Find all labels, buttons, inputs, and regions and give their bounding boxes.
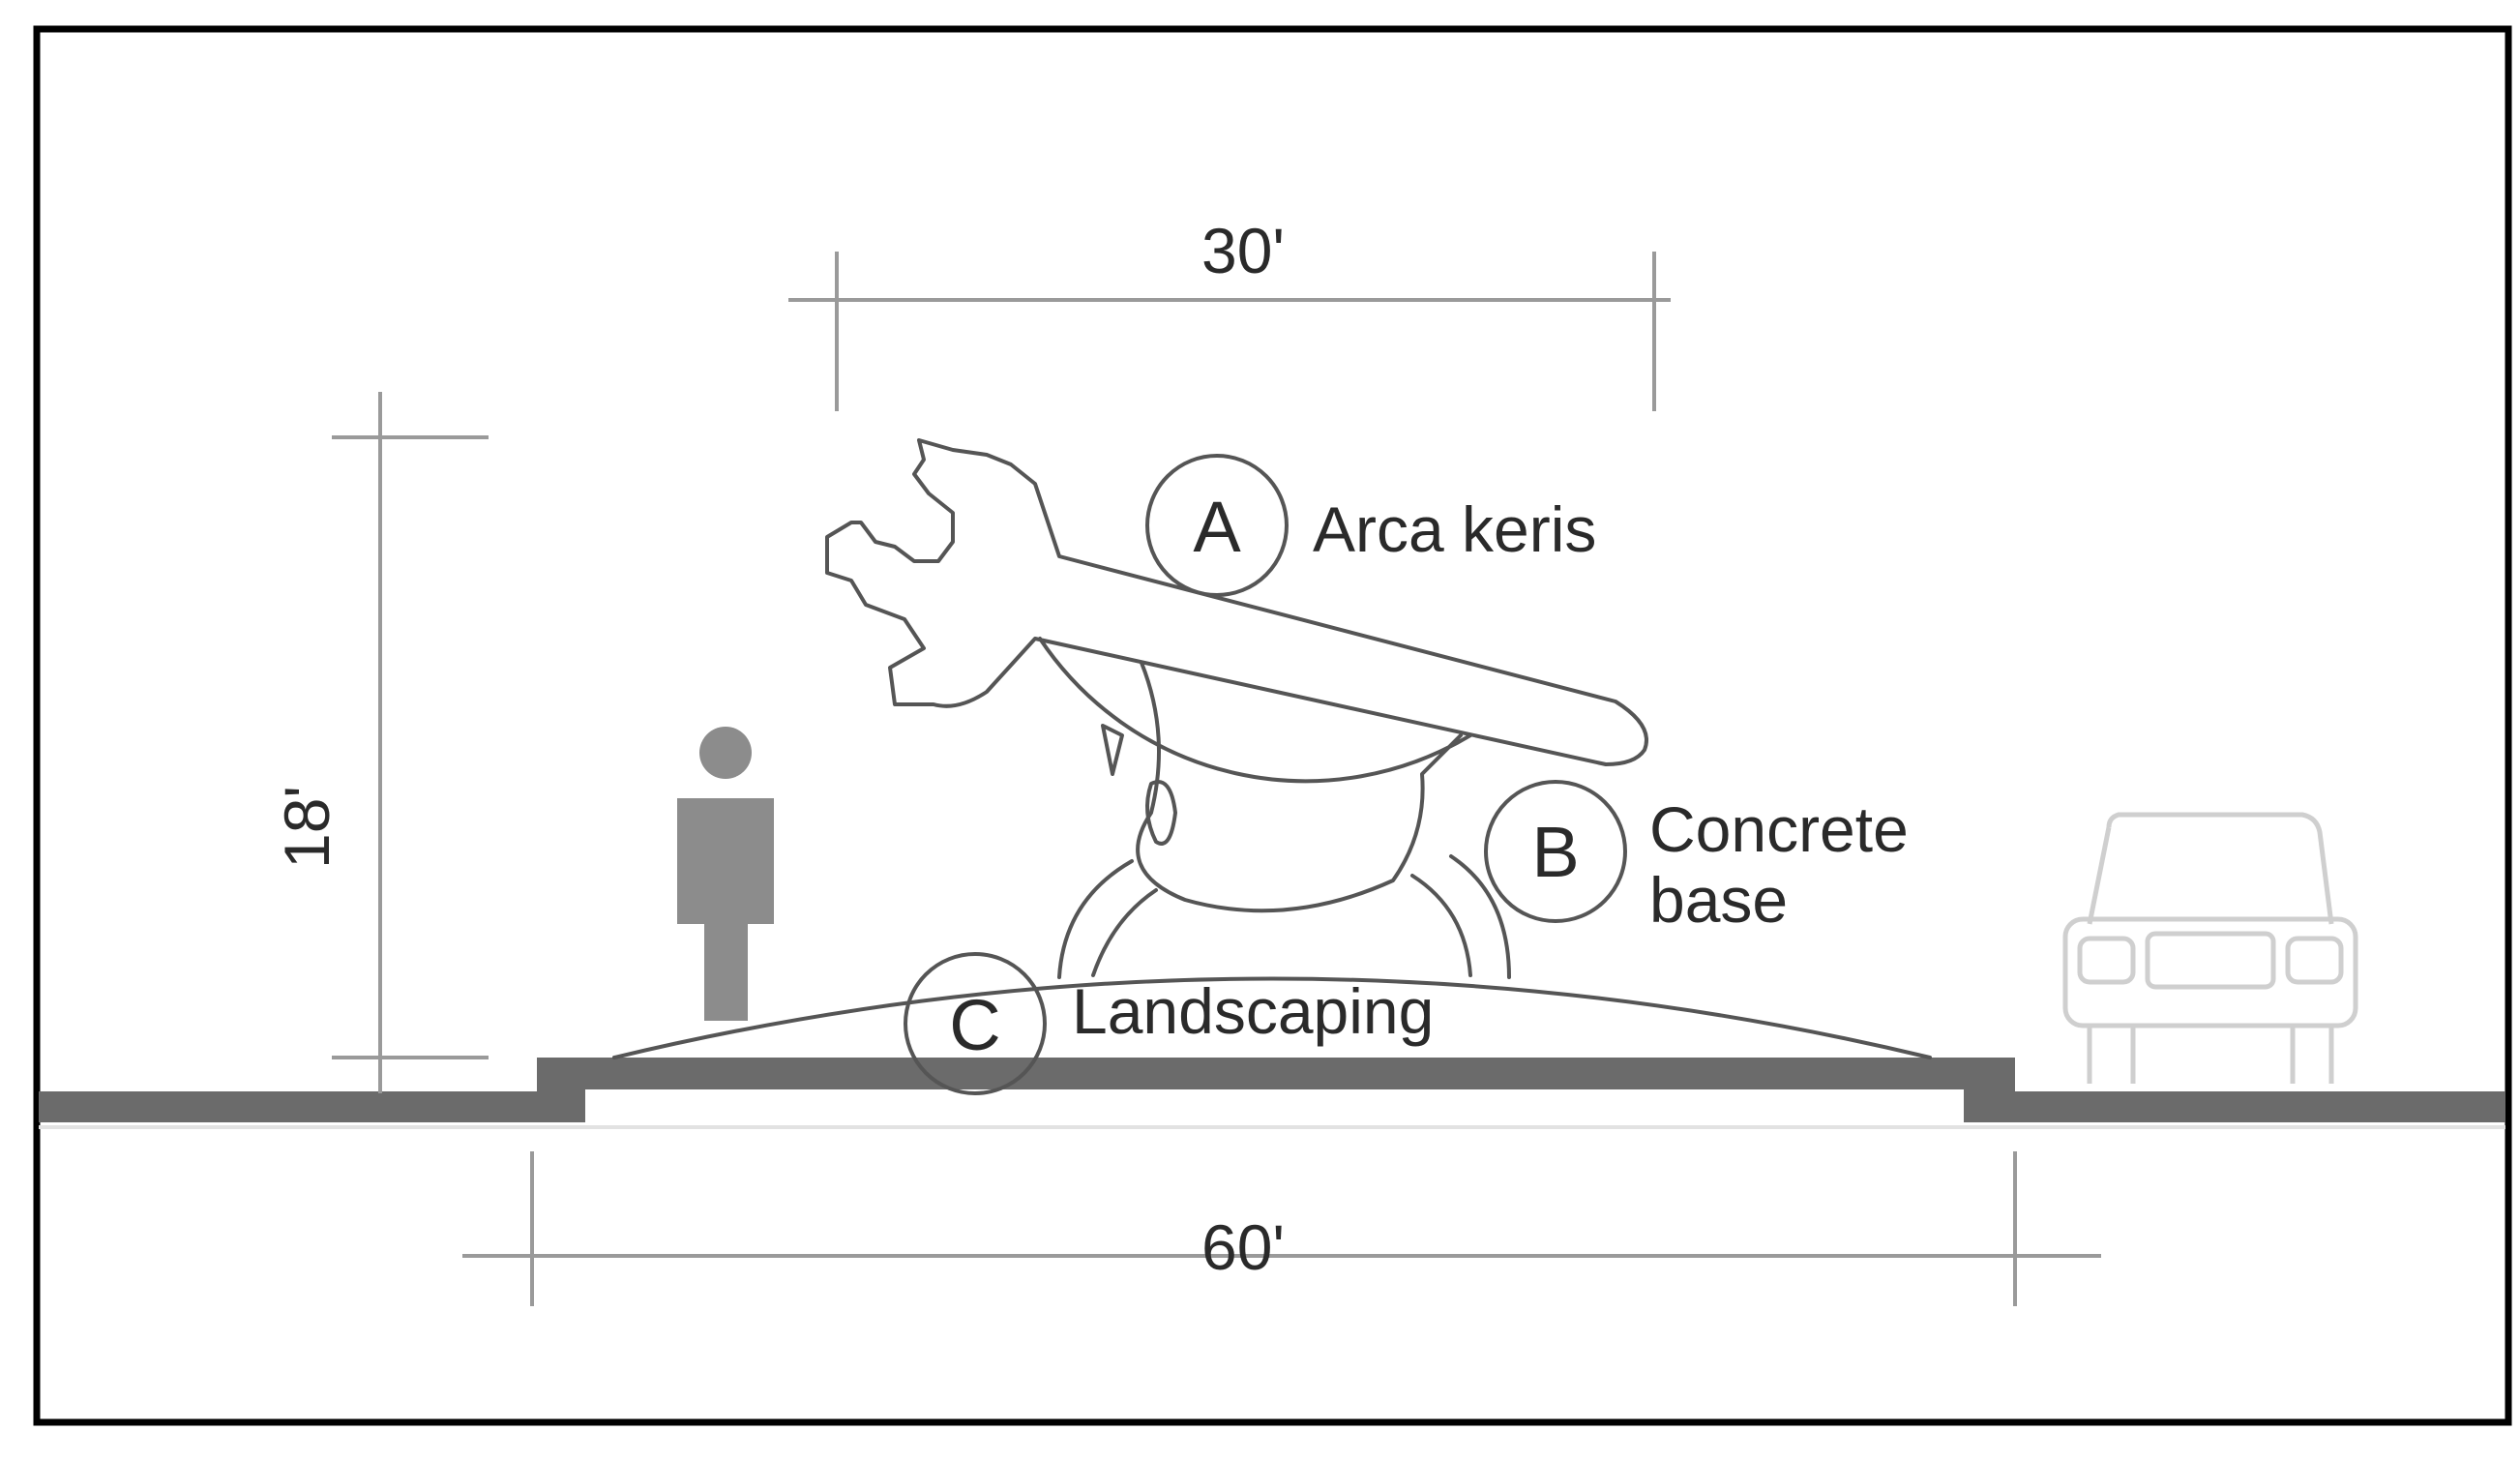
dimension-bottom: 60' bbox=[462, 1151, 2101, 1306]
person-scale-figure bbox=[677, 727, 774, 1021]
globe-island-2 bbox=[1145, 780, 1177, 846]
label-b-text-line2: base bbox=[1649, 864, 1788, 936]
dimension-top-label: 30' bbox=[1201, 215, 1285, 286]
concrete-base bbox=[1057, 854, 1511, 979]
label-b-text-line1: Concrete bbox=[1649, 793, 1909, 865]
label-c: C Landscaping bbox=[904, 952, 1434, 1095]
globe-island-1 bbox=[1101, 724, 1124, 776]
label-a-text: Arca keris bbox=[1313, 493, 1596, 565]
ground-road-profile bbox=[39, 1058, 2505, 1122]
dimension-height-label: 18' bbox=[271, 786, 342, 869]
label-a-letter: A bbox=[1193, 487, 1241, 567]
dimension-bottom-label: 60' bbox=[1201, 1211, 1285, 1283]
keris-sculpture bbox=[825, 438, 1648, 766]
diagram-frame bbox=[33, 25, 2512, 1426]
car-scale-figure bbox=[2062, 812, 2358, 1084]
dimension-height: 18' bbox=[271, 392, 489, 1093]
dimension-top: 30' bbox=[788, 215, 1671, 411]
label-c-letter: C bbox=[949, 985, 1000, 1065]
label-b-letter: B bbox=[1531, 812, 1579, 892]
label-b: B Concrete base bbox=[1484, 780, 1909, 936]
globe-sculpture bbox=[1038, 637, 1472, 913]
label-c-text: Landscaping bbox=[1072, 975, 1434, 1047]
landscaping-mound bbox=[612, 976, 1932, 1059]
label-a: A Arca keris bbox=[1145, 454, 1596, 597]
